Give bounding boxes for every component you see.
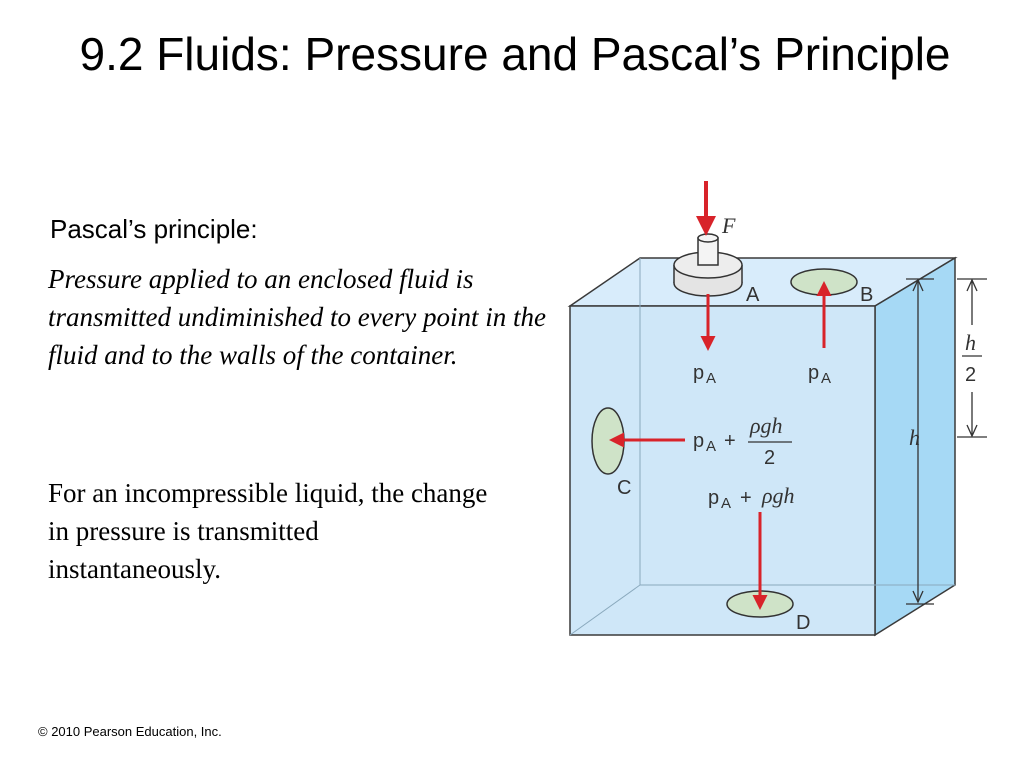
pressure-label-a: p A [693, 362, 716, 387]
svg-text:h: h [965, 330, 976, 355]
svg-text:ρgh: ρgh [761, 483, 795, 508]
depth-dimension-h: h [906, 278, 934, 605]
principle-heading: Pascal’s principle: [50, 214, 258, 244]
svg-text:A: A [706, 370, 716, 387]
incompressible-note: For an incompressible liquid, the change… [48, 478, 488, 584]
svg-text:+: + [740, 487, 752, 509]
svg-text:p: p [708, 487, 719, 509]
svg-text:p: p [693, 430, 704, 452]
svg-text:ρgh: ρgh [749, 413, 783, 438]
point-b-label: B [860, 284, 873, 306]
depth-dimension-half-h: h 2 [957, 278, 987, 438]
container-front-face [569, 305, 876, 636]
point-c-label: C [617, 477, 631, 499]
svg-text:2: 2 [965, 364, 976, 386]
point-a-label: A [746, 284, 760, 306]
svg-text:p: p [693, 362, 704, 384]
pressure-label-c: p A + ρgh 2 [693, 413, 792, 469]
svg-text:+: + [724, 430, 736, 452]
piston [673, 233, 743, 297]
svg-text:2: 2 [764, 447, 775, 469]
pressure-label-d: p A + ρgh [708, 483, 795, 512]
principle-definition: Pressure applied to an enclosed fluid is… [48, 264, 546, 370]
point-d-label: D [796, 612, 810, 634]
slide-title: 9.2 Fluids: Pressure and Pascal’s Princi… [79, 28, 951, 80]
svg-text:A: A [721, 495, 731, 512]
svg-text:p: p [808, 362, 819, 384]
svg-text:A: A [821, 370, 831, 387]
force-label: F [721, 213, 736, 238]
pressure-label-b: p A [808, 362, 831, 387]
svg-text:A: A [706, 438, 716, 455]
copyright-footer: © 2010 Pearson Education, Inc. [38, 724, 222, 739]
svg-text:h: h [909, 425, 920, 450]
